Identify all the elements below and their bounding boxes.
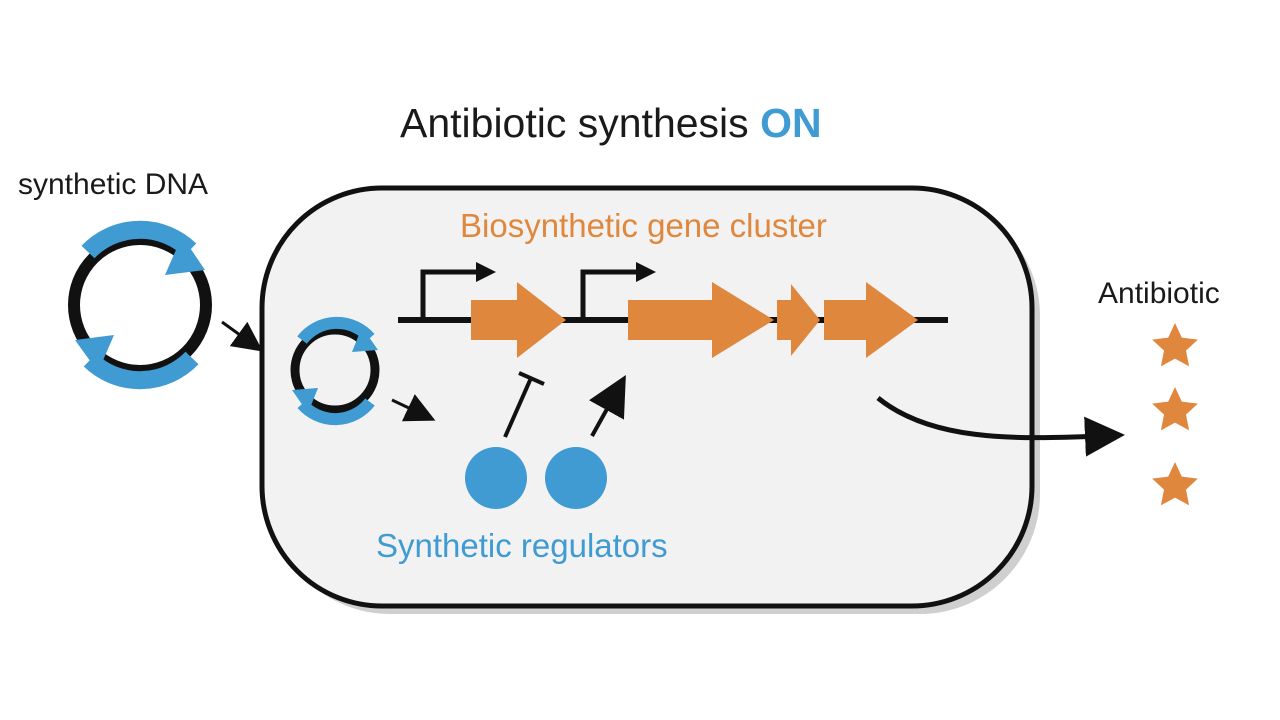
uptake-arrow <box>221 320 263 352</box>
promoter-2-icon <box>580 262 656 320</box>
regulators-label: Synthetic regulators <box>376 527 668 564</box>
gene-cluster-label: Biosynthetic gene cluster <box>460 207 827 244</box>
cell-body <box>259 185 1035 609</box>
external-plasmid-icon <box>68 220 212 390</box>
synthetic-dna-label: synthetic DNA <box>18 168 209 201</box>
regulator-1-icon <box>465 447 527 509</box>
title-prefix: Antibiotic synthesis <box>400 100 761 146</box>
internal-plasmid-icon <box>290 316 380 426</box>
gene-3-icon <box>777 284 820 356</box>
gene-4-icon <box>824 282 918 358</box>
star-icon <box>1152 323 1198 367</box>
antibiotic-label: Antibiotic <box>1098 277 1220 310</box>
repression-bar <box>518 371 545 386</box>
gene-2-icon <box>628 282 774 358</box>
antibiotic-stars <box>1152 323 1198 506</box>
regulator-2-icon <box>545 447 607 509</box>
activation-arrow <box>588 375 626 437</box>
title-state: ON <box>760 100 822 146</box>
repression-line <box>503 377 533 438</box>
promoter-1-icon <box>420 262 496 320</box>
expression-arrow <box>391 394 436 422</box>
star-icon <box>1152 462 1198 506</box>
export-arrow <box>876 396 1125 457</box>
diagram-title: Antibiotic synthesis ON <box>400 100 822 147</box>
star-icon <box>1152 387 1198 431</box>
gene-1-icon <box>471 282 566 358</box>
